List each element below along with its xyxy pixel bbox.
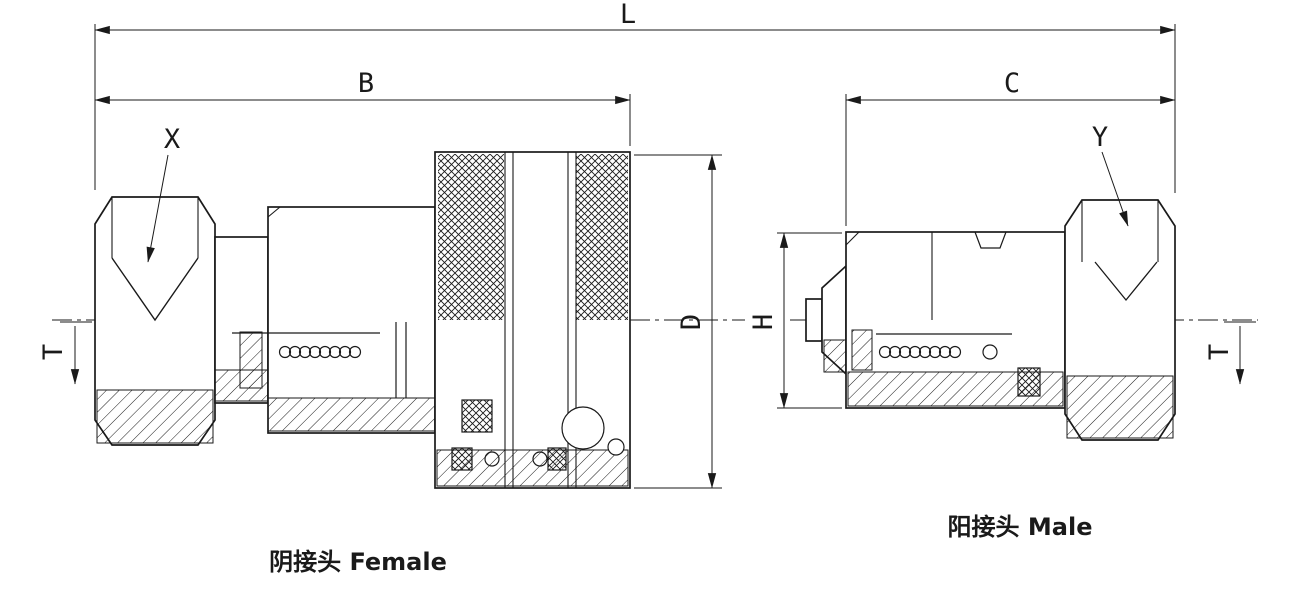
male-spring-coil: [878, 345, 962, 359]
female-caption: 阴接头 Female: [269, 548, 447, 576]
male-lock-groove: [974, 231, 1007, 249]
male-caption: 阳接头 Male: [948, 513, 1093, 541]
dim-label-B: B: [358, 68, 374, 99]
male-poppet-tip: [805, 298, 823, 342]
female-locking-ball: [561, 406, 605, 450]
male-seal-section: [1017, 367, 1041, 397]
female-oring-section-right: [547, 447, 567, 471]
female-oring-ball-2: [532, 451, 548, 467]
dim-label-T-left: T: [38, 344, 69, 360]
male-body-chamfer: [845, 231, 860, 246]
male-oring-ball: [982, 344, 998, 360]
female-internals: [232, 322, 625, 471]
male-coupling-view: [805, 199, 1176, 441]
dim-label-C: C: [1004, 68, 1020, 99]
female-oring-ball-1: [484, 451, 500, 467]
x-leader-line: [146, 154, 169, 263]
callout-label-X: X: [164, 124, 180, 155]
female-body-chamfer: [267, 206, 281, 218]
female-body-cylinder: [267, 206, 436, 434]
male-valve-guide-section: [851, 329, 873, 371]
female-body-wall-section: [267, 397, 436, 432]
dimension-annotations: [60, 24, 1256, 489]
female-coupling-view: [94, 151, 631, 489]
female-thread-chamfer-v: [111, 257, 199, 322]
dim-label-T-right: T: [1204, 344, 1235, 360]
female-poppet-seal-section: [461, 399, 493, 433]
female-sleeve-knurl-right: [576, 154, 628, 320]
female-spring-coil: [278, 345, 362, 359]
callout-label-Y: Y: [1092, 122, 1108, 153]
dim-label-H: H: [748, 314, 779, 330]
male-nut-wall-section: [1066, 375, 1174, 439]
dim-label-L: L: [620, 0, 636, 30]
y-leader-line: [1101, 151, 1129, 227]
male-internals: [876, 333, 1041, 397]
male-tip-wall-section: [823, 339, 847, 373]
male-thread-chamfer-v: [1094, 261, 1158, 302]
dim-label-D: D: [676, 314, 707, 330]
female-oring-section-left: [451, 447, 473, 471]
female-detent-ball: [607, 438, 625, 456]
female-nut-wall-section: [96, 389, 214, 444]
female-valve-guide-section: [239, 331, 263, 389]
female-sleeve-knurl-left: [438, 154, 504, 320]
